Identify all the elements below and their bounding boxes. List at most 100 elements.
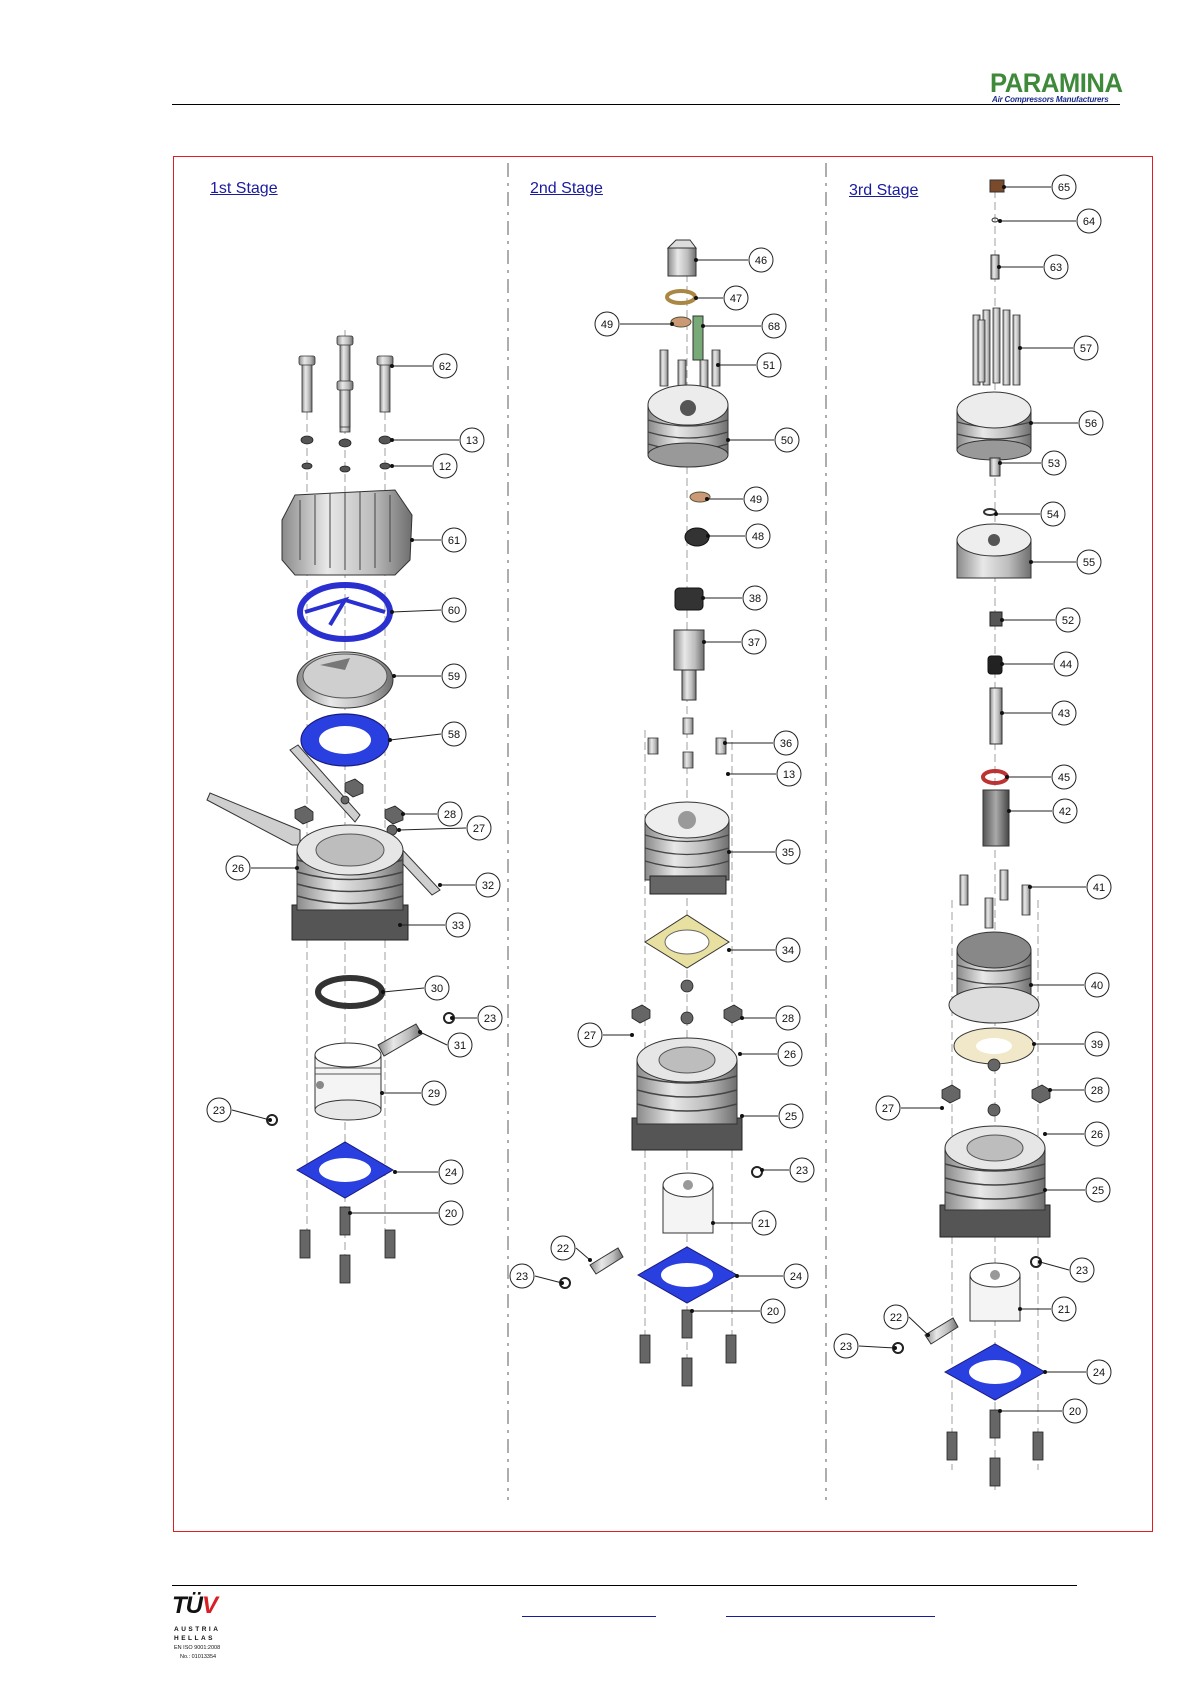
callout-stage1-62: 62 bbox=[390, 353, 458, 379]
callout-number: 20 bbox=[1069, 1406, 1081, 1418]
callout-anchor-dot bbox=[994, 512, 998, 516]
callout-number: 62 bbox=[439, 361, 451, 373]
footer-link-1[interactable] bbox=[522, 1616, 656, 1617]
callout-bubble bbox=[432, 353, 458, 379]
callout-bubble bbox=[1053, 651, 1079, 677]
callout-stage3-45: 45 bbox=[1005, 764, 1077, 790]
callout-stage3-43: 43 bbox=[1000, 700, 1077, 726]
callout-anchor-dot bbox=[998, 1409, 1002, 1413]
callout-anchor-dot bbox=[418, 1030, 422, 1034]
callout-bubble bbox=[441, 663, 467, 689]
callout-number: 64 bbox=[1083, 216, 1095, 228]
callout-stage1-58: 58 bbox=[388, 721, 467, 747]
callout-stage1-23: 23 bbox=[450, 1005, 503, 1031]
callout-number: 13 bbox=[783, 769, 795, 781]
callout-bubble bbox=[773, 730, 799, 756]
callout-bubble bbox=[741, 629, 767, 655]
callout-number: 40 bbox=[1091, 980, 1103, 992]
callout-anchor-dot bbox=[268, 1118, 272, 1122]
callout-bubble bbox=[1086, 874, 1112, 900]
callout-anchor-dot bbox=[1043, 1132, 1047, 1136]
stage3-crosshead bbox=[969, 1262, 1021, 1322]
callout-number: 63 bbox=[1050, 262, 1062, 274]
stage3-cap bbox=[989, 179, 1005, 193]
callout-stage2-49: 49 bbox=[594, 311, 674, 337]
callout-number: 26 bbox=[232, 863, 244, 875]
callout-anchor-dot bbox=[940, 1106, 944, 1110]
callout-number: 57 bbox=[1080, 343, 1092, 355]
callout-bubble bbox=[723, 285, 749, 311]
stage3-cylinder-head bbox=[956, 391, 1032, 461]
callout-anchor-dot bbox=[390, 438, 394, 442]
callout-stage1-61: 61 bbox=[410, 527, 467, 553]
callout-anchor-dot bbox=[1018, 346, 1022, 350]
callout-bubble bbox=[577, 1022, 603, 1048]
callout-number: 27 bbox=[584, 1030, 596, 1042]
stage1-valve-plate bbox=[296, 651, 394, 709]
callout-anchor-dot bbox=[630, 1033, 634, 1037]
callout-anchor-dot bbox=[670, 322, 674, 326]
header-divider bbox=[172, 104, 1120, 105]
tuv-certification-logo: TÜV AUSTRIA HELLAS EN ISO 9001:2008 No.:… bbox=[172, 1592, 242, 1682]
callout-bubble bbox=[1084, 972, 1110, 998]
callout-stage3-22: 22 bbox=[883, 1304, 930, 1337]
callout-number: 27 bbox=[473, 823, 485, 835]
callout-anchor-dot bbox=[760, 1168, 764, 1172]
callout-bubble bbox=[1051, 174, 1077, 200]
callout-stage3-20: 20 bbox=[998, 1398, 1088, 1424]
callout-anchor-dot bbox=[348, 1211, 352, 1215]
callout-number: 21 bbox=[758, 1218, 770, 1230]
callout-number: 23 bbox=[840, 1341, 852, 1353]
callout-anchor-dot bbox=[388, 738, 392, 742]
callout-number: 24 bbox=[445, 1167, 457, 1179]
stage3-cylinder bbox=[948, 931, 1040, 1024]
callout-stage2-25: 25 bbox=[740, 1103, 804, 1129]
stage-3-title[interactable]: 3rd Stage bbox=[849, 182, 919, 199]
callout-number: 20 bbox=[767, 1306, 779, 1318]
callout-bubble bbox=[441, 721, 467, 747]
stage-1-title[interactable]: 1st Stage bbox=[210, 180, 278, 197]
callout-stage2-20: 20 bbox=[690, 1298, 786, 1324]
callout-anchor-dot bbox=[690, 1309, 694, 1313]
callout-anchor-dot bbox=[1028, 885, 1032, 889]
stage1-piston bbox=[314, 1042, 382, 1121]
callout-stage3-57: 57 bbox=[1018, 335, 1099, 361]
stage-2-title[interactable]: 2nd Stage bbox=[530, 180, 603, 197]
callout-anchor-dot bbox=[1018, 1307, 1022, 1311]
callout-stage1-20: 20 bbox=[348, 1200, 464, 1226]
stage-1-parts bbox=[206, 330, 455, 1284]
callout-anchor-dot bbox=[1000, 618, 1004, 622]
callout-anchor-dot bbox=[381, 990, 385, 994]
callout-stage3-54: 54 bbox=[994, 501, 1066, 527]
callout-number: 24 bbox=[1093, 1367, 1105, 1379]
callout-stage3-42: 42 bbox=[1007, 798, 1078, 824]
callout-stage2-48: 48 bbox=[706, 523, 771, 549]
callout-bubble bbox=[1043, 254, 1069, 280]
callout-anchor-dot bbox=[926, 1333, 930, 1337]
callout-stage1-33: 33 bbox=[398, 912, 471, 938]
callout-bubble bbox=[751, 1210, 777, 1236]
callout-bubble bbox=[1073, 335, 1099, 361]
callout-stage3-56: 56 bbox=[1029, 410, 1104, 436]
callout-bubble bbox=[778, 1103, 804, 1129]
callout-stage1-30: 30 bbox=[381, 975, 450, 1001]
callout-stage3-40: 40 bbox=[1029, 972, 1110, 998]
callout-number: 60 bbox=[448, 605, 460, 617]
callout-anchor-dot bbox=[1000, 662, 1004, 666]
callout-number: 48 bbox=[752, 531, 764, 543]
callout-number: 61 bbox=[448, 535, 460, 547]
callout-anchor-dot bbox=[1029, 983, 1033, 987]
callout-stage2-37: 37 bbox=[702, 629, 767, 655]
footer-link-2[interactable] bbox=[726, 1616, 935, 1617]
logo-wordmark: PARAMINA bbox=[990, 68, 1123, 98]
callout-anchor-dot bbox=[701, 596, 705, 600]
callout-anchor-dot bbox=[738, 1052, 742, 1056]
callout-stage3-65: 65 bbox=[1002, 174, 1077, 200]
callout-stage3-52: 52 bbox=[1000, 607, 1081, 633]
callout-stage2-23: 23 bbox=[509, 1263, 564, 1289]
callout-bubble bbox=[459, 427, 485, 453]
callout-anchor-dot bbox=[711, 1221, 715, 1225]
callout-stage3-23: 23 bbox=[1038, 1257, 1095, 1283]
callout-stage3-21: 21 bbox=[1018, 1296, 1077, 1322]
callout-number: 41 bbox=[1093, 882, 1105, 894]
